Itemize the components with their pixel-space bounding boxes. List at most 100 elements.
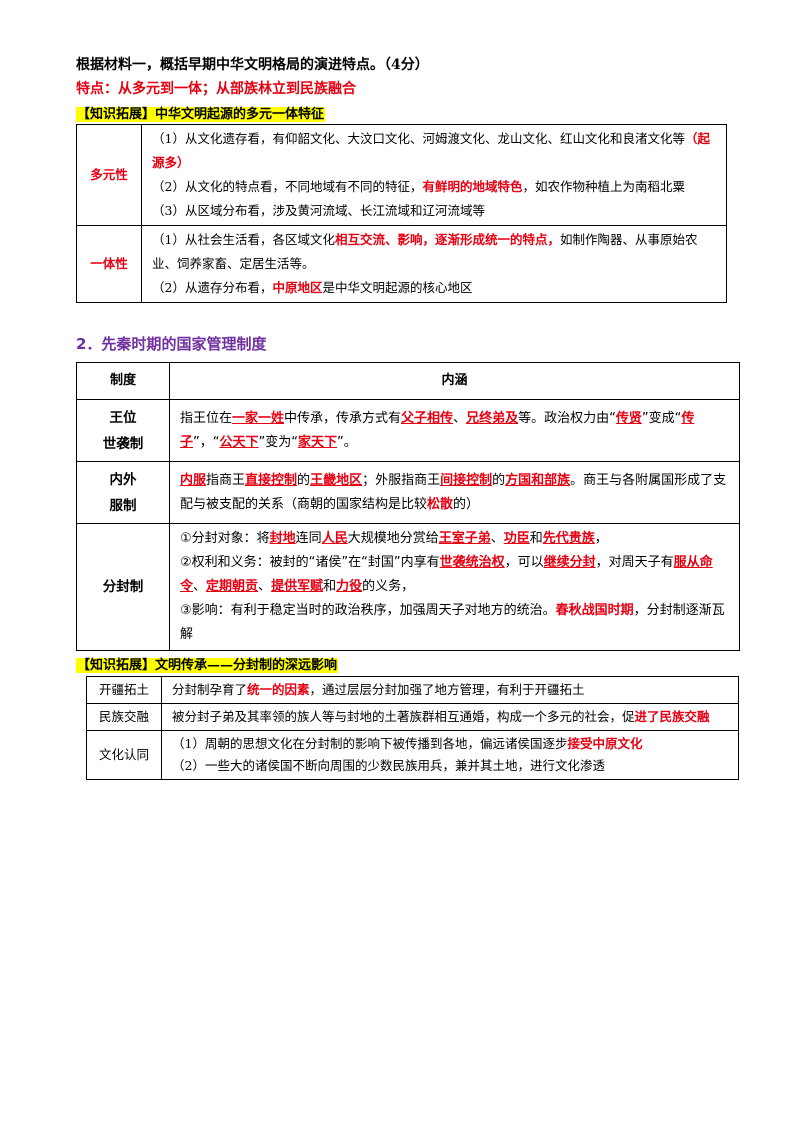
body-text: （1）周朝的思想文化在分封制的影响下被传播到各地，偏远诸侯国逐步 — [172, 736, 568, 751]
table-row: 一体性 （1）从社会生活看，各区域文化相互交流、影响，逐渐形成统一的特点，如制作… — [76, 225, 727, 303]
highlight-text: （起源多） — [152, 131, 710, 170]
content-line: ①分封对象：将封地连同人民大规模地分赏给王室子弟、功臣和先代贵族， — [180, 527, 731, 551]
body-text: 大规模地分赏给 — [347, 531, 439, 546]
body-text: 和 — [323, 579, 337, 594]
table-header-row: 制度 内涵 — [76, 362, 740, 400]
content-line: （2）从文化的特点看，不同地域有不同的特征，有鲜明的地域特色，如农作物种植上为南… — [152, 175, 718, 199]
content-line: 指王位在一家一姓中传承，传承方式有父子相传、兄终弟及等。政治权力由“传贤”变成“… — [180, 407, 731, 455]
row-key: 王位世袭制 — [76, 399, 170, 462]
row-key: 一体性 — [76, 225, 142, 303]
highlight-text: 内服 — [180, 472, 207, 488]
row-content: 指王位在一家一姓中传承，传承方式有父子相传、兄终弟及等。政治权力由“传贤”变成“… — [169, 399, 740, 462]
body-text: ；外服指商王 — [362, 472, 441, 488]
row-content: 被分封子弟及其率领的族人等与封地的土著族群相互通婚，构成一个多元的社会，促进了民… — [161, 703, 739, 731]
body-text: ①分封对象：将 — [180, 531, 270, 546]
highlight-text: 中原地区 — [272, 280, 323, 295]
highlight-text: 人民 — [321, 531, 348, 546]
question-text: 根据材料一，概括早期中华文明格局的演进特点。（4分） — [76, 57, 429, 73]
highlight-text: 王室子弟 — [438, 531, 491, 546]
highlight-text: 间接控制 — [440, 472, 493, 488]
highlight-text: 一家一姓 — [232, 410, 285, 426]
system-table: 制度 内涵 王位世袭制 指王位在一家一姓中传承，传承方式有父子相传、兄终弟及等。… — [76, 362, 740, 651]
table-row: 开疆拓土 分封制孕育了统一的因素，通过层层分封加强了地方管理，有利于开疆拓土 — [86, 676, 739, 704]
row-content: ①分封对象：将封地连同人民大规模地分赏给王室子弟、功臣和先代贵族，②权利和义务：… — [169, 523, 740, 651]
content-line: （2）从遗存分布看，中原地区是中华文明起源的核心地区 — [152, 276, 718, 300]
body-text: 分封制孕育了 — [172, 682, 248, 697]
table-row: 民族交融 被分封子弟及其率领的族人等与封地的土著族群相互通婚，构成一个多元的社会… — [86, 703, 739, 731]
column-header: 内涵 — [169, 362, 740, 400]
highlight-text: 提供军赋 — [271, 579, 324, 594]
body-text: ②权利和义务：被封的“诸侯”在“封国”内享有 — [180, 555, 440, 570]
row-content: （1）从文化遗存看，有仰韶文化、大汶口文化、河姆渡文化、龙山文化、红山文化和良渚… — [141, 124, 727, 226]
highlight-text: 相互交流、影响，逐渐形成统一的特点， — [334, 232, 560, 247]
ext2-heading: 【知识拓展】文明传承——分封制的深远影响 — [76, 654, 339, 673]
ext2-title: 【知识拓展】文明传承——分封制的深远影响 — [76, 658, 339, 673]
influence-table: 开疆拓土 分封制孕育了统一的因素，通过层层分封加强了地方管理，有利于开疆拓土 民… — [86, 676, 739, 780]
table-row: 文化认同 （1）周朝的思想文化在分封制的影响下被传播到各地，偏远诸侯国逐步接受中… — [86, 730, 739, 780]
highlight-text: 公天下 — [219, 434, 259, 450]
diversity-unity-table: 多元性 （1）从文化遗存看，有仰韶文化、大汶口文化、河姆渡文化、龙山文化、红山文… — [76, 124, 727, 303]
highlight-text: 兄终弟及 — [466, 410, 519, 426]
body-text: 的义务， — [362, 579, 415, 594]
body-text: 、 — [193, 579, 207, 594]
body-text: 的 — [492, 472, 506, 488]
highlight-text: 统一的因素 — [247, 682, 310, 697]
body-text: （1）从社会生活看，各区域文化 — [152, 232, 335, 247]
body-text: ， — [594, 531, 608, 546]
highlight-text: 松散 — [427, 496, 454, 512]
row-content: 分封制孕育了统一的因素，通过层层分封加强了地方管理，有利于开疆拓土 — [161, 676, 739, 704]
highlight-text: 世袭统治权 — [439, 555, 505, 570]
highlight-text: 继续分封 — [543, 555, 596, 570]
highlight-text: 有鲜明的地域特色 — [422, 179, 523, 194]
table-row: 王位世袭制 指王位在一家一姓中传承，传承方式有父子相传、兄终弟及等。政治权力由“… — [76, 399, 740, 462]
body-text: （2）从遗存分布看， — [152, 280, 273, 295]
body-text: 中传承，传承方式有 — [284, 410, 402, 426]
body-text: 的 — [297, 472, 311, 488]
body-text: 指王位在 — [180, 410, 233, 426]
body-text: 等。政治权力由“ — [518, 410, 616, 426]
body-text: （2）一些大的诸侯国不断向周围的少数民族用兵，兼并其土地，进行文化渗透 — [172, 758, 605, 773]
table-row: 内外服制 内服指商王直接控制的王畿地区；外服指商王间接控制的方国和部族。商王与各… — [76, 461, 740, 524]
highlight-text: 王畿地区 — [310, 472, 363, 488]
row-key: 分封制 — [76, 523, 170, 651]
highlight-text: 进了民族交融 — [634, 709, 710, 724]
content-line: （2）一些大的诸侯国不断向周围的少数民族用兵，兼并其土地，进行文化渗透 — [172, 755, 730, 777]
highlight-text: 传子 — [180, 410, 695, 450]
highlight-text: 先代贵族 — [542, 531, 595, 546]
highlight-text: 春秋战国时期 — [555, 603, 634, 618]
body-text: 、 — [490, 531, 504, 546]
body-text: 、 — [453, 410, 467, 426]
highlight-text: 家天下 — [298, 434, 338, 450]
body-text: 的） — [453, 496, 480, 512]
table-row: 多元性 （1）从文化遗存看，有仰韶文化、大汶口文化、河姆渡文化、龙山文化、红山文… — [76, 124, 727, 226]
row-key: 文化认同 — [86, 730, 162, 780]
highlight-text: 服从命令 — [180, 555, 713, 594]
highlight-text: 直接控制 — [245, 472, 298, 488]
content-line: ②权利和义务：被封的“诸侯”在“封国”内享有世袭统治权，可以继续分封，对周天子有… — [180, 551, 731, 599]
content-line: 分封制孕育了统一的因素，通过层层分封加强了地方管理，有利于开疆拓土 — [172, 679, 730, 701]
highlight-text: 功臣 — [503, 531, 530, 546]
body-text: ，对周天子有 — [595, 555, 674, 570]
body-text: ，通过层层分封加强了地方管理，有利于开疆拓土 — [309, 682, 585, 697]
content-line: （1）从文化遗存看，有仰韶文化、大汶口文化、河姆渡文化、龙山文化、红山文化和良渚… — [152, 127, 718, 175]
highlight-text: 父子相传 — [401, 410, 454, 426]
content-line: （1）从社会生活看，各区域文化相互交流、影响，逐渐形成统一的特点，如制作陶器、从… — [152, 228, 718, 276]
ext1-heading: 【知识拓展】中华文明起源的多元一体特征 — [76, 103, 326, 122]
highlight-text: 力役 — [336, 579, 363, 594]
highlight-text: 方国和部族 — [505, 472, 571, 488]
body-text: （3）从区域分布看，涉及黄河流域、长江流域和辽河流域等 — [152, 203, 485, 218]
row-key: 多元性 — [76, 124, 142, 226]
row-key: 民族交融 — [86, 703, 162, 731]
body-text: 。商王与各附属国形成了支配与被支配的关系（商朝的国家结构是比较 — [180, 472, 727, 512]
answer-text: 特点：从多元到一体；从部族林立到民族融合 — [76, 81, 356, 97]
highlight-text: 传贤 — [615, 410, 642, 426]
row-key: 内外服制 — [76, 461, 170, 524]
body-text: 被分封子弟及其率领的族人等与封地的土著族群相互通婚，构成一个多元的社会，促 — [172, 709, 635, 724]
highlight-text: 封地 — [269, 531, 296, 546]
content-line: 被分封子弟及其率领的族人等与封地的土著族群相互通婚，构成一个多元的社会，促进了民… — [172, 706, 730, 728]
row-content: 内服指商王直接控制的王畿地区；外服指商王间接控制的方国和部族。商王与各附属国形成… — [169, 461, 740, 524]
ext1-title: 【知识拓展】中华文明起源的多元一体特征 — [76, 107, 326, 122]
body-text: 是中华文明起源的核心地区 — [322, 280, 473, 295]
body-text: ，可以 — [504, 555, 544, 570]
content-line: （1）周朝的思想文化在分封制的影响下被传播到各地，偏远诸侯国逐步接受中原文化 — [172, 733, 730, 755]
